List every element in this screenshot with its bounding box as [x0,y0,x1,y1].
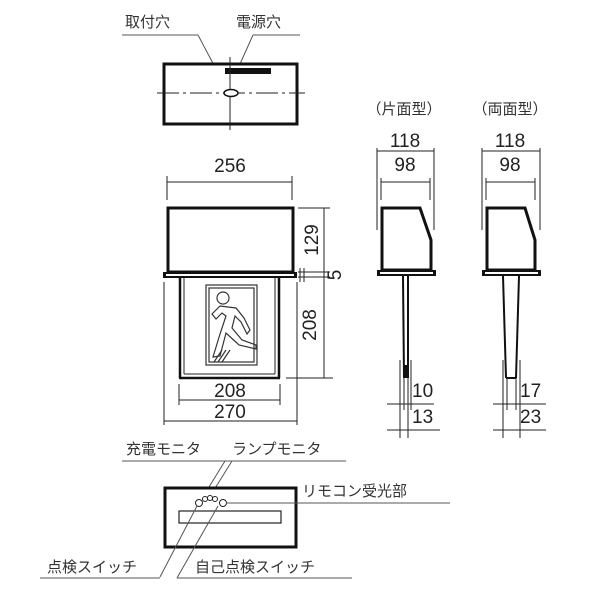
power-hole-label: 電源穴 [236,13,281,31]
running-man-exit-icon [205,284,258,366]
dim-side2-panel-inner: 17 [520,381,541,402]
side2-panel-right [515,275,520,379]
mounting-hole-label: 取付穴 [125,13,170,31]
self-check-switch-circle [219,499,227,507]
dim-side2-outer: 118 [495,131,525,152]
side2-body [485,206,537,272]
self-check-switch-leader [176,505,219,579]
power-hole-leader [239,34,254,65]
side-view-double: （両面型） 118 98 17 23 [472,100,548,438]
top-view: 取付穴 電源穴 [122,13,305,130]
dim-side1-inner: 98 [394,155,415,176]
side1-panel-bottom [404,365,408,378]
flange-highlight [380,272,433,274]
remote-receiver-label: リモコン受光部 [302,482,407,500]
check-switch-label: 点検スイッチ [47,558,137,576]
charge-monitor-lamp [202,496,208,502]
side-view-single: （片面型） 118 98 10 13 [366,100,442,438]
power-hole [225,68,271,74]
indicator-circles [195,495,227,507]
flange-highlight [485,272,538,274]
dim-side2-inner: 98 [499,155,520,176]
bottom-view: 充電モニタ ランプモニタ リモコン受光部 点検スイッチ 自己点検スイッチ [40,440,450,579]
lamp-monitor-label: ランプモニタ [232,440,322,458]
check-switch-circle [195,499,203,507]
dim-body-width: 256 [214,156,246,177]
dim-overall-width: 270 [214,402,246,423]
self-check-switch-label: 自己点検スイッチ [195,558,315,576]
side1-panel-left [402,275,405,379]
dim-side1-outer: 118 [390,131,420,152]
front-body [166,206,295,274]
lamp-monitor-lamp [207,495,213,501]
dim-side1-panel-outer: 13 [412,407,433,428]
side2-panel-left [502,275,507,379]
bottom-slot [178,510,282,524]
remote-receiver-lamp [212,496,218,502]
dim-flange-thickness: 5 [325,270,346,281]
front-view: 256 208 270 [163,156,346,425]
check-switch-leader [159,505,198,578]
mounting-hole [223,88,239,98]
side-view-double-title: （両面型） [472,100,547,118]
charge-monitor-label: 充電モニタ [126,440,201,458]
flange-highlight [166,274,294,276]
side1-body [380,206,433,272]
dim-side2-panel-outer: 23 [520,407,541,428]
dim-body-height: 129 [302,224,323,256]
dim-panel-width: 208 [214,381,246,402]
dim-side1-panel-inner: 10 [412,381,433,402]
dim-panel-height: 208 [300,309,321,341]
side-view-single-title: （片面型） [366,100,441,118]
